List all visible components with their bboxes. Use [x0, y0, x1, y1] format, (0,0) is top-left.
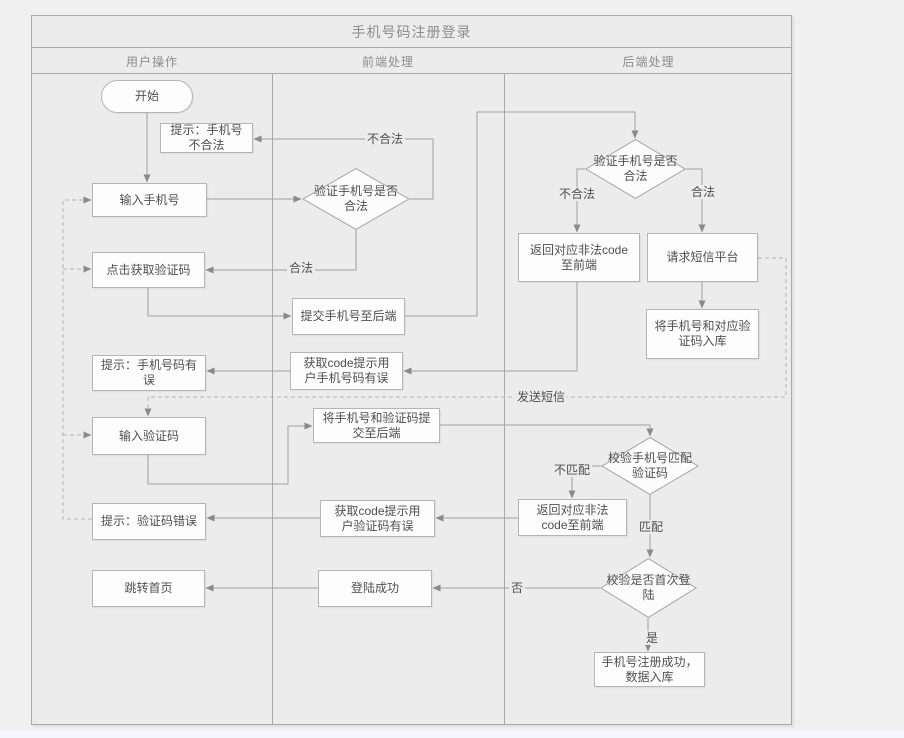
node-label: 将手机号和验证码提 交至后端 [322, 410, 431, 440]
node-label: 校验是否首次登 陆 [606, 573, 691, 602]
diamond-shape [586, 140, 685, 199]
lane-header-frontend: 前端处理 [361, 54, 414, 69]
node-register-success[interactable]: 手机号注册成功， 数据入库 [594, 652, 705, 687]
node-label: 获取code提示用 户手机号码有误 [303, 356, 390, 385]
edge-label: 合法 [286, 261, 316, 275]
edge-label: 不匹配 [551, 463, 593, 477]
node-label: 验证手机号是否 合法 [313, 184, 398, 213]
node-label: 返回对应非法 code至前端 [536, 502, 609, 532]
node-label: 返回对应非法code 至前端 [529, 242, 629, 272]
diamond-shape [303, 169, 409, 230]
node-label: 手机号注册成功， 数据入库 [601, 654, 698, 684]
node-be-return-code-1[interactable]: 返回对应非法code 至前端 [518, 233, 640, 282]
edge-label: 合法 [688, 185, 718, 199]
node-label: 登陆成功 [350, 581, 399, 595]
lane-header-backend: 后端处理 [622, 54, 675, 69]
edge-label: 发送短信 [514, 390, 568, 404]
node-be-match-code[interactable]: 校验手机号匹配 验证码 [601, 437, 699, 495]
node-tip-phone-error[interactable]: 提示：手机号码有 误 [92, 355, 206, 391]
node-label: 提交手机号至后端 [300, 309, 397, 323]
diamond-shape [601, 559, 696, 618]
edge-label: 否 [508, 581, 526, 595]
node-be-first-login[interactable]: 校验是否首次登 陆 [600, 558, 697, 618]
node-label: 开始 [134, 89, 159, 103]
node-label: 跳转首页 [124, 581, 173, 595]
node-fe-validate-phone[interactable]: 验证手机号是否 合法 [302, 168, 410, 230]
node-be-return-code-2[interactable]: 返回对应非法 code至前端 [518, 499, 627, 536]
node-label: 获取code提示用 户验证码有误 [334, 503, 421, 533]
node-store-phone-code[interactable]: 将手机号和对应验 证码入库 [646, 309, 759, 359]
node-request-sms[interactable]: 请求短信平台 [647, 233, 758, 282]
lane-header-band: 用户操作 前端处理 后端处理 [32, 48, 791, 74]
node-label: 将手机号和对应验 证码入库 [654, 319, 751, 348]
node-jump-home[interactable]: 跳转首页 [92, 570, 205, 607]
node-input-code[interactable]: 输入验证码 [92, 417, 206, 455]
node-label: 提示：手机号 不合法 [170, 123, 243, 152]
node-label: 输入手机号 [119, 192, 180, 207]
diagram-title: 手机号码注册登录 [32, 16, 791, 48]
node-submit-phone-code[interactable]: 将手机号和验证码提 交至后端 [313, 408, 440, 443]
node-input-phone[interactable]: 输入手机号 [92, 183, 207, 217]
node-tip-code-error[interactable]: 提示：验证码错误 [92, 503, 206, 540]
node-start[interactable]: 开始 [101, 80, 193, 113]
lane-header-user: 用户操作 [125, 54, 178, 69]
node-submit-phone[interactable]: 提交手机号至后端 [292, 298, 405, 335]
node-label: 点击获取验证码 [106, 262, 191, 277]
node-fe-code-phone-error[interactable]: 获取code提示用 户手机号码有误 [290, 352, 403, 390]
lane-divider-2 [504, 74, 505, 724]
node-label: 验证手机号是否 合法 [593, 154, 678, 183]
node-label: 提示：验证码错误 [100, 514, 197, 528]
node-be-validate-phone[interactable]: 验证手机号是否 合法 [585, 139, 686, 199]
node-tip-invalid-phone[interactable]: 提示：手机号 不合法 [160, 123, 253, 153]
edge-label: 不合法 [556, 187, 598, 201]
node-label: 校验手机号匹配 验证码 [607, 451, 692, 480]
node-fe-code-code-error[interactable]: 获取code提示用 户验证码有误 [320, 500, 435, 537]
node-label: 输入验证码 [118, 428, 179, 443]
node-label: 提示：手机号码有 误 [100, 358, 197, 387]
page-bottom-strip [0, 730, 904, 738]
edge-label: 匹配 [636, 520, 666, 534]
lane-divider-1 [272, 74, 273, 724]
edge-label: 不合法 [364, 132, 406, 146]
edge-label: 是 [643, 631, 661, 645]
node-click-get-code[interactable]: 点击获取验证码 [92, 252, 205, 288]
diamond-shape [602, 438, 698, 495]
node-label: 请求短信平台 [666, 250, 739, 264]
node-login-success[interactable]: 登陆成功 [318, 570, 432, 607]
